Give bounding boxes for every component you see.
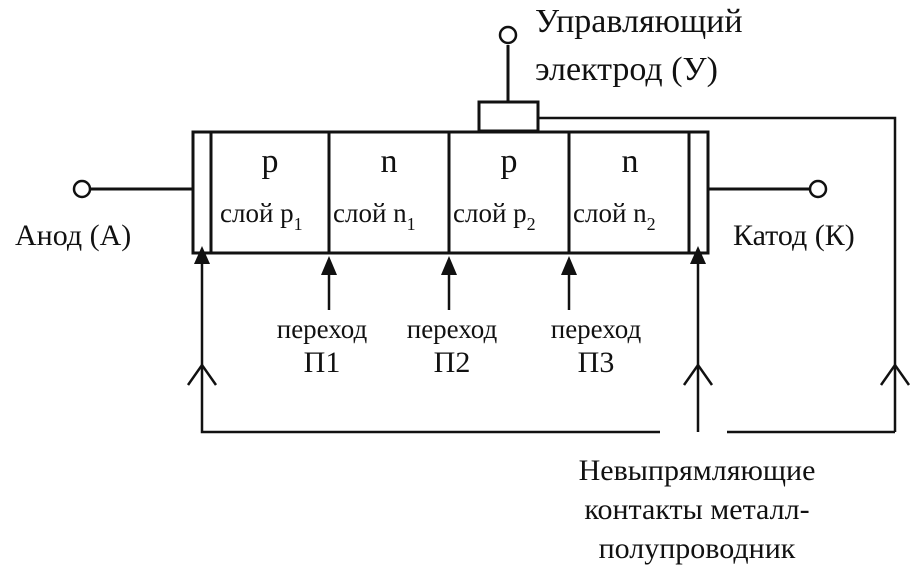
cathode-riser-open-arrow — [682, 362, 714, 386]
layer-name-4-text: слой n — [573, 198, 647, 228]
layer-name-4: слой n2 — [573, 198, 656, 234]
layer-name-3-index: 2 — [527, 214, 536, 234]
gate-label-line2: электрод (У) — [535, 51, 718, 88]
layer-name-2-text: слой n — [333, 198, 407, 228]
layer-type-3: p — [501, 143, 518, 180]
layer-name-3: слой p2 — [453, 198, 536, 234]
gate-label-line1: Управляющий — [535, 3, 743, 40]
junction-arrow-head-3 — [561, 256, 577, 275]
anode-label: Анод (А) — [15, 219, 131, 252]
layer-type-1: p — [262, 143, 279, 180]
cathode-terminal — [808, 179, 828, 199]
layer-name-4-index: 2 — [647, 214, 656, 234]
contacts-label-line1: Невыпрямляющие — [579, 454, 816, 487]
anode-contact-arrow-head — [194, 246, 210, 264]
gate-riser-open-arrow — [879, 362, 911, 386]
layer-name-3-text: слой p — [453, 198, 527, 228]
layer-name-2: слой n1 — [333, 198, 416, 234]
layer-name-1-text: слой p — [220, 198, 294, 228]
junction-name-2: П2 — [434, 346, 471, 379]
junction-word-3: переход — [551, 314, 642, 344]
cathode-contact-arrow-head — [690, 246, 706, 264]
junction-arrow-head-1 — [321, 256, 337, 275]
junction-name-3: П3 — [578, 346, 615, 379]
contacts-label-line3: полупроводник — [599, 532, 796, 565]
cathode-label: Катод (К) — [733, 219, 855, 252]
layer-name-2-index: 1 — [407, 214, 416, 234]
contact-bracket-left — [200, 264, 660, 434]
anode-riser-open-arrow — [186, 362, 218, 386]
layer-type-2: n — [381, 143, 398, 180]
layer-type-4: n — [622, 143, 639, 180]
junction-name-1: П1 — [304, 346, 341, 379]
gate-terminal — [498, 25, 518, 45]
layer-name-1-index: 1 — [294, 214, 303, 234]
junction-word-1: переход — [277, 314, 368, 344]
junction-word-2: переход — [407, 314, 498, 344]
contacts-label-line2: контакты металл- — [584, 493, 809, 526]
anode-terminal — [72, 179, 92, 199]
junction-arrow-head-2 — [441, 256, 457, 275]
layer-name-1: слой p1 — [220, 198, 303, 234]
gate-contact — [477, 100, 540, 133]
gate-contact-bracket — [538, 116, 897, 432]
